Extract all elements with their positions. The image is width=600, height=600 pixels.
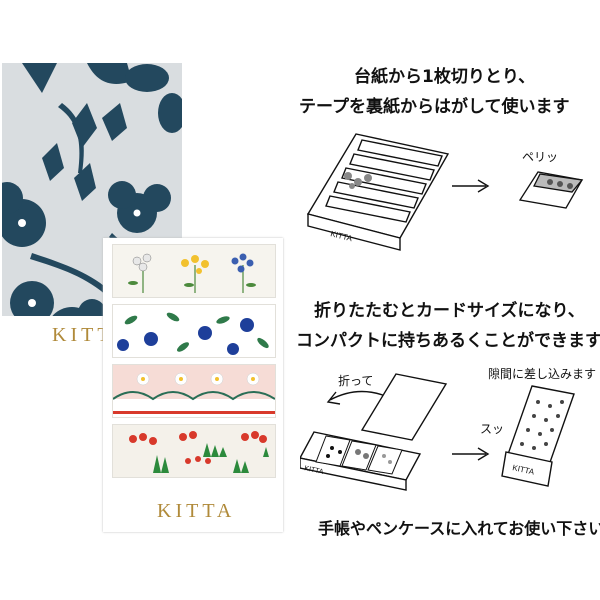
folding-card-illustration: KITTA (300, 373, 448, 491)
svg-text:KITTA: KITTA (304, 465, 325, 476)
arrow-right-icon-2 (452, 447, 490, 461)
step2-line1: 折りたたむとカードサイズになり、 (314, 301, 585, 321)
step1-line2: テープを裏紙からはがして使います (299, 97, 570, 117)
peel-sfx: ペリッ (522, 150, 559, 164)
insert-label: 隙間に差し込みます (488, 367, 597, 381)
slide-sfx: スッ (480, 422, 505, 436)
front-kitta-logo: KITTA (157, 500, 236, 522)
tape-strip-3 (112, 364, 276, 418)
tape-strip-4 (112, 424, 276, 478)
front-card: KITTA (103, 238, 283, 532)
footer-text: 手帳やペンケースに入れてお使い下さい (318, 519, 600, 538)
tape-strip-1 (112, 244, 276, 298)
inserted-tape-illustration: KITTA (501, 385, 575, 487)
arrow-right-icon (452, 179, 490, 193)
tape-strip-2 (112, 304, 276, 358)
step1-line1: 台紙から1枚切りとり、 (354, 67, 536, 87)
fold-label: 折って (338, 374, 374, 388)
peeled-tape-illustration (518, 171, 584, 209)
step2-line2: コンパクトに持ちあるくことができます (296, 331, 600, 351)
tape-sheet-illustration: KITTA (306, 133, 450, 251)
